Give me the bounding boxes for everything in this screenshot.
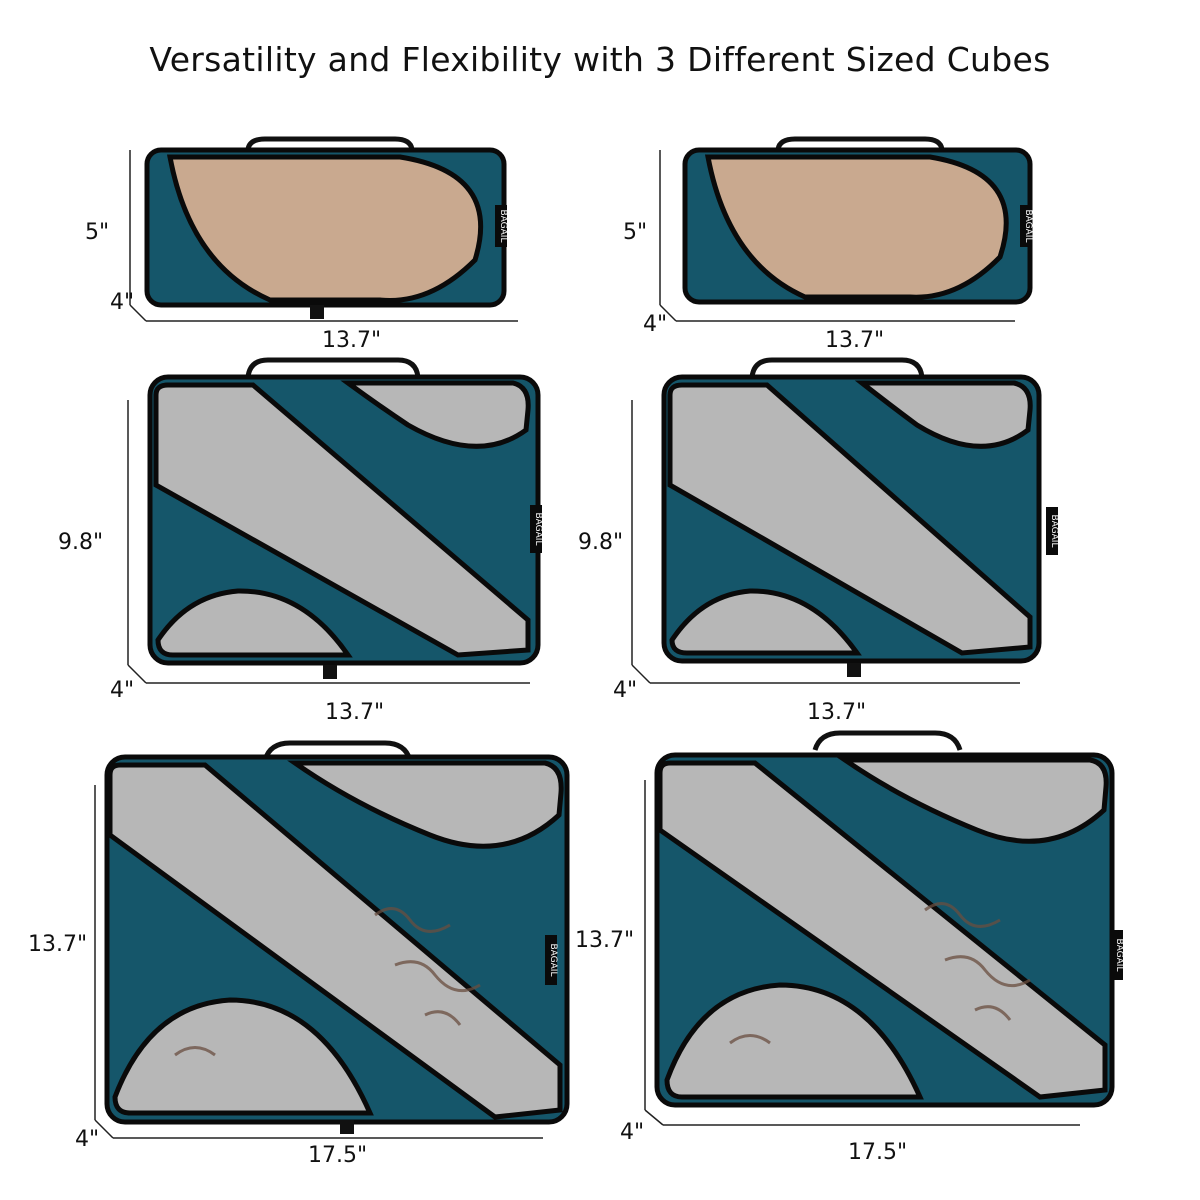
brand-label: BAGAIL <box>533 513 543 546</box>
height-label: 9.8" <box>58 530 104 555</box>
page-title: Versatility and Flexibility with 3 Diffe… <box>149 40 1051 79</box>
depth-label: 4" <box>643 312 668 337</box>
brand-label: BAGAIL <box>1023 210 1033 243</box>
height-label: 5" <box>623 220 648 245</box>
depth-label: 4" <box>613 678 638 703</box>
brand-label: BAGAIL <box>1114 939 1124 972</box>
depth-label: 4" <box>110 678 135 703</box>
depth-label: 4" <box>75 1127 100 1152</box>
height-label: 13.7" <box>28 932 88 957</box>
brand-label: BAGAIL <box>548 944 558 977</box>
width-label: 13.7" <box>325 700 385 725</box>
packing-cube-small-right: BAGAIL <box>659 135 1060 335</box>
brand-label: BAGAIL <box>1049 515 1059 548</box>
width-label: 13.7" <box>825 328 885 353</box>
width-label: 17.5" <box>308 1143 368 1168</box>
packing-cube-large-right: BAGAIL <box>644 725 1125 1145</box>
width-label: 17.5" <box>848 1140 908 1165</box>
packing-cube-large-left: BAGAIL <box>94 735 575 1155</box>
depth-label: 4" <box>110 290 135 315</box>
height-label: 13.7" <box>575 928 635 953</box>
depth-label: 4" <box>620 1120 645 1145</box>
width-label: 13.7" <box>807 700 867 725</box>
width-label: 13.7" <box>322 328 382 353</box>
height-label: 9.8" <box>578 530 624 555</box>
packing-cube-medium-left: BAGAIL <box>127 355 548 690</box>
packing-cube-small-left: BAGAIL <box>129 135 530 335</box>
brand-label: BAGAIL <box>498 210 508 243</box>
packing-cube-medium-right: BAGAIL <box>631 355 1059 690</box>
height-label: 5" <box>85 220 110 245</box>
